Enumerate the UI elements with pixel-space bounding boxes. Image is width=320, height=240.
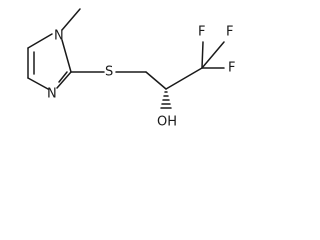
bond-ring-n3-c2 bbox=[56, 71, 72, 89]
bond-ring-n3-c2-double bbox=[58, 71, 68, 83]
bond-cf3-f-top-right bbox=[201, 41, 225, 69]
atom-label-ring-n: N bbox=[47, 87, 57, 102]
bond-ring-c4-n3 bbox=[27, 77, 49, 90]
atom-label-sulfur: S bbox=[105, 65, 113, 80]
atom-label-f-top-right: F bbox=[226, 25, 233, 40]
atom-label-f-top-left: F bbox=[198, 25, 205, 40]
bond-ch2-choh bbox=[145, 71, 167, 90]
chemical-structure-diagram: N N S F F F OH bbox=[27, 8, 235, 130]
atom-label-methyl-n: N bbox=[54, 29, 64, 44]
bond-ring-c2-n1 bbox=[61, 39, 72, 73]
bond-cf3-f-top-left bbox=[201, 41, 204, 69]
bond-ring-n1-c5 bbox=[27, 33, 53, 49]
bond-n-methyl bbox=[61, 8, 81, 31]
atom-label-hydroxyl: OH bbox=[157, 115, 177, 130]
bond-choh-cf3 bbox=[165, 67, 203, 90]
hashed-wedge-bond bbox=[160, 91, 172, 109]
atom-label-f-right: F bbox=[228, 61, 235, 76]
